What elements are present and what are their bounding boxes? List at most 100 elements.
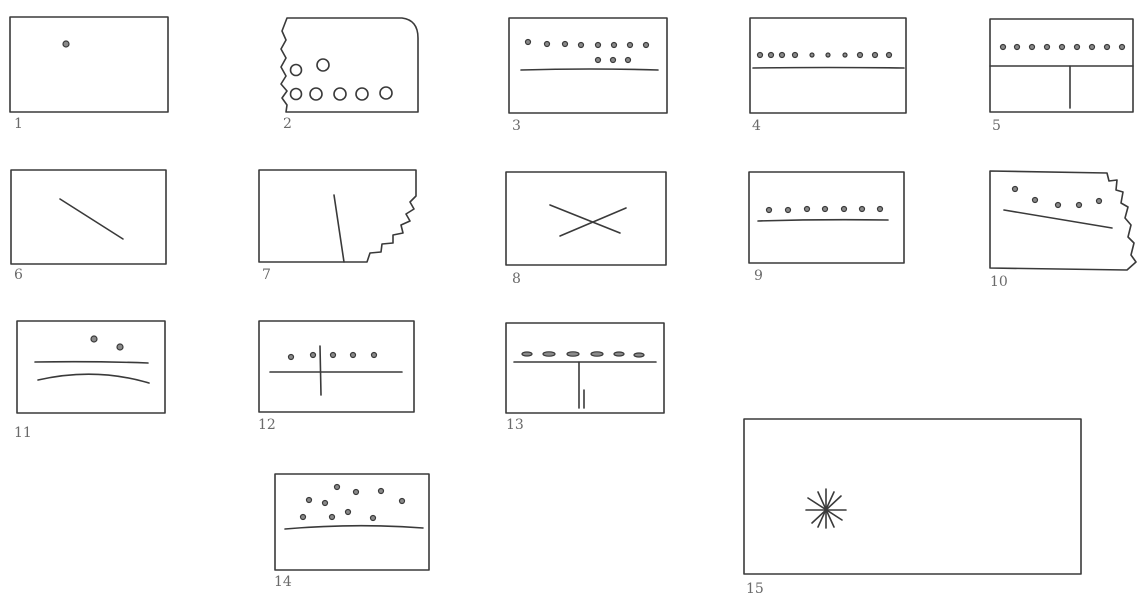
sketch-10 — [990, 171, 1136, 270]
sketch-5-dot — [1001, 45, 1006, 50]
sketch-14-dot — [400, 499, 405, 504]
sketch-14-dot — [379, 489, 384, 494]
sketch-5-dot — [1030, 45, 1035, 50]
sketch-4-dot — [843, 53, 847, 57]
sketch-3-dot — [596, 58, 601, 63]
sketch-12-frame — [259, 321, 414, 412]
sketch-10-dot — [1097, 199, 1102, 204]
sketch-9-dot — [842, 207, 847, 212]
sketch-12-stem — [320, 346, 321, 395]
sketch-12 — [259, 321, 414, 412]
sketch-4-line — [753, 68, 904, 69]
sketch-1-dot — [63, 41, 69, 47]
sketch-4-dot — [887, 53, 892, 58]
figure-label: 4 — [752, 119, 761, 133]
sketch-13-dot — [614, 352, 624, 356]
sketch-2 — [281, 18, 418, 112]
star-icon — [806, 489, 846, 528]
sketch-2-ring — [310, 88, 322, 100]
figure-label: 2 — [283, 117, 292, 131]
sketch-2-ring — [356, 88, 368, 100]
sketch-12-dot — [351, 353, 356, 358]
sketch-10-dot — [1013, 187, 1018, 192]
sketch-14-dot — [307, 498, 312, 503]
sketch-3-dot — [545, 42, 550, 47]
figure-label: 5 — [992, 119, 1001, 133]
sketch-3-dot — [612, 43, 617, 48]
sketch-14-line — [285, 526, 423, 529]
sketch-11-frame — [17, 321, 165, 413]
sketch-4-dot — [758, 53, 763, 58]
sketch-12-dot — [331, 353, 336, 358]
sketch-3-line — [521, 69, 658, 70]
figure-label: 13 — [506, 418, 524, 432]
sketch-9-dot — [786, 208, 791, 213]
sketch-2-ring — [291, 65, 302, 76]
sketch-2-ring — [334, 88, 346, 100]
sketch-4-dot — [826, 53, 830, 57]
sketch-4-frame — [750, 18, 906, 113]
sketch-3 — [509, 18, 667, 113]
sketch-3-dot — [579, 43, 584, 48]
sketch-4-dot — [780, 53, 785, 58]
sketch-5-dot — [1075, 45, 1080, 50]
sketch-5-dot — [1060, 45, 1065, 50]
sketch-4-dot — [793, 53, 798, 58]
sketch-13-dot — [634, 353, 644, 357]
figure-label: 11 — [14, 426, 32, 440]
sketch-14-dot — [330, 515, 335, 520]
sketch-9-dot — [860, 207, 865, 212]
sketch-3-dot — [626, 58, 631, 63]
figure-label: 14 — [274, 575, 292, 589]
sketch-11 — [17, 321, 165, 413]
sketch-3-dot — [611, 58, 616, 63]
sketch-5-dot — [1045, 45, 1050, 50]
sketch-14-dot — [323, 501, 328, 506]
sketch-7-line — [334, 195, 344, 262]
sketch-3-dot — [526, 40, 531, 45]
sketch-14-dot — [346, 510, 351, 515]
sketch-5 — [990, 19, 1133, 112]
sketch-4 — [750, 18, 906, 113]
sketch-3-dot — [563, 42, 568, 47]
sketch-3-frame — [509, 18, 667, 113]
figure-label: 15 — [746, 582, 764, 596]
figure-label: 12 — [258, 418, 276, 432]
sketch-13-dot — [591, 352, 603, 356]
sketch-15-frame — [744, 419, 1081, 574]
sketch-1-frame — [10, 17, 168, 112]
sketch-12-dot — [311, 353, 316, 358]
sketch-11-line — [35, 362, 148, 363]
sketch-3-dot — [596, 43, 601, 48]
sketch-14-dot — [335, 485, 340, 490]
figure-label: 6 — [14, 268, 23, 282]
sketch-9-frame — [749, 172, 904, 263]
sketch-2-ring — [317, 59, 329, 71]
sketch-9-dot — [823, 207, 828, 212]
sketch-5-dot — [1105, 45, 1110, 50]
sketch-8 — [506, 172, 666, 265]
sketch-9-dot — [878, 207, 883, 212]
sketch-9 — [749, 172, 904, 263]
sketch-9-line — [758, 220, 888, 221]
sketch-7 — [259, 170, 416, 262]
sketch-3-dot — [628, 43, 633, 48]
sketch-8-frame — [506, 172, 666, 265]
sketch-2-ring — [380, 87, 392, 99]
sketch-15 — [744, 419, 1081, 574]
sketch-3-dot — [644, 43, 649, 48]
sketch-13 — [506, 323, 664, 413]
sketch-8-line — [550, 205, 620, 233]
sketch-9-dot — [767, 208, 772, 213]
sketch-10-dot — [1077, 203, 1082, 208]
sketch-6-line — [60, 199, 123, 239]
sketch-11-line — [38, 374, 149, 383]
sketch-1 — [10, 17, 168, 112]
sketch-12-dot — [289, 355, 294, 360]
sketch-4-dot — [858, 53, 863, 58]
sketch-4-dot — [769, 53, 774, 58]
sketch-14-dot — [354, 490, 359, 495]
sketch-14-dot — [301, 515, 306, 520]
sketch-9-dot — [805, 207, 810, 212]
